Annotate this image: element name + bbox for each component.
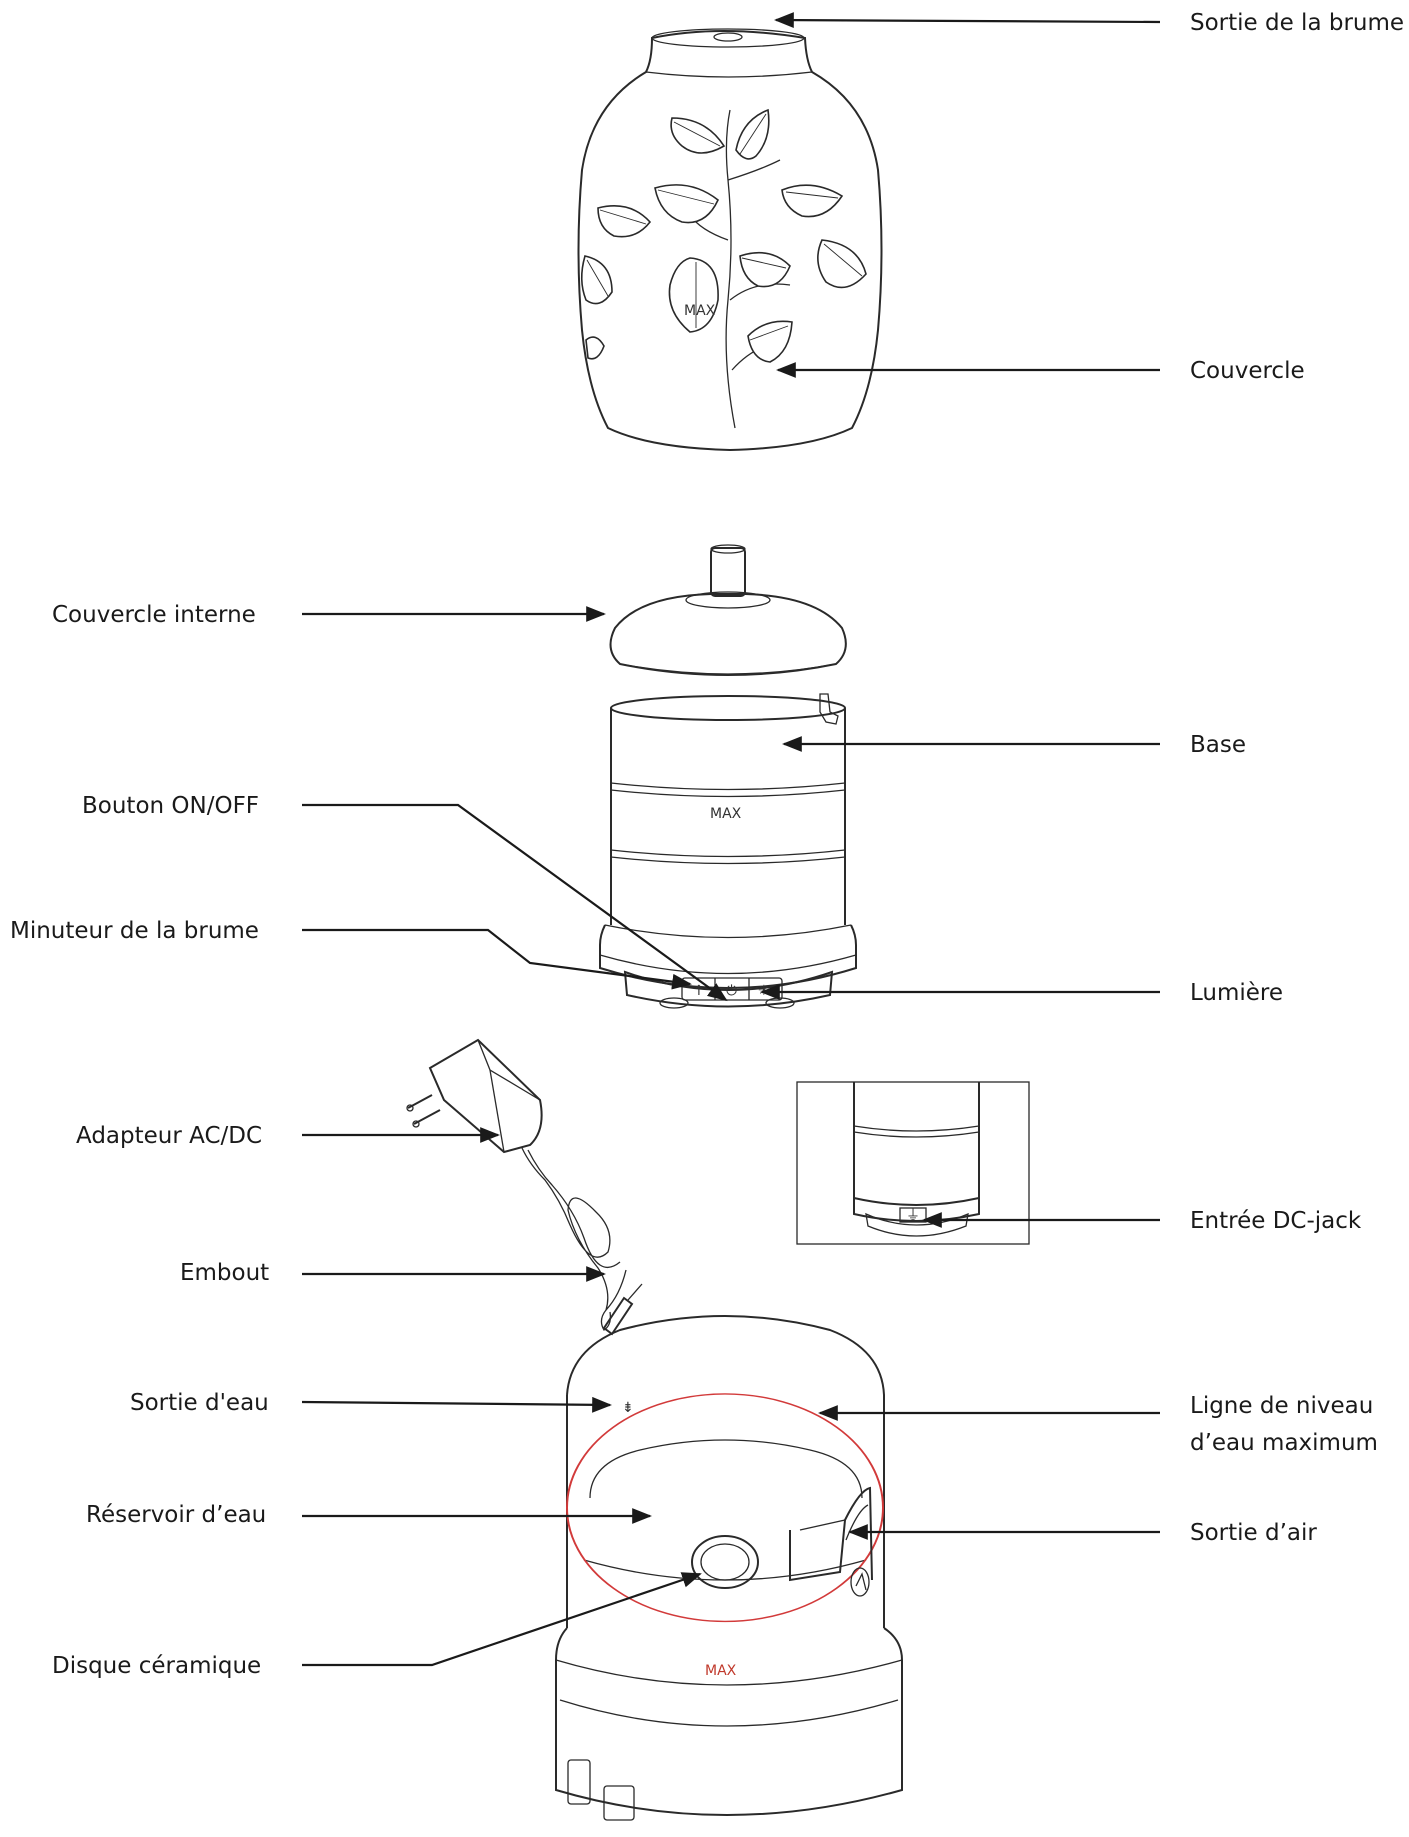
svg-text:⏚: ⏚	[906, 1208, 920, 1224]
label-water-tank: Réservoir d’eau	[86, 1502, 266, 1528]
label-air-outlet: Sortie d’air	[1190, 1520, 1317, 1546]
svg-text:⇟: ⇟	[622, 1400, 634, 1416]
dc-jack-inset: ⏚	[796, 1081, 1030, 1245]
tank-max-mark: MAX	[705, 1663, 737, 1679]
leader-water-outlet	[301, 1396, 612, 1413]
base-illustration: MAX ↑ ⏻ ✳	[599, 693, 857, 1009]
label-light: Lumière	[1190, 980, 1283, 1006]
leader-mist-timer	[302, 928, 692, 990]
label-mist-timer: Minuteur de la brume	[10, 918, 259, 944]
label-on-off-button: Bouton ON/OFF	[82, 793, 259, 819]
leaf-pattern: MAX	[580, 108, 867, 363]
leader-lines	[301, 12, 1161, 1667]
tank-illustration: MAX ⇟	[555, 1315, 903, 1821]
leader-mist-outlet	[774, 12, 1161, 29]
leader-ceramic-disc	[302, 1572, 702, 1667]
svg-text:↑: ↑	[693, 983, 705, 999]
label-base: Base	[1190, 732, 1246, 758]
label-max-line-2: d’eau maximum	[1190, 1430, 1378, 1456]
svg-text:⏻: ⏻	[726, 983, 737, 999]
label-cover: Couvercle	[1190, 358, 1305, 384]
label-dc-jack: Entrée DC-jack	[1190, 1208, 1362, 1234]
label-adapter: Adapteur AC/DC	[76, 1123, 262, 1149]
label-tip: Embout	[180, 1260, 269, 1286]
adapter-illustration	[406, 1038, 643, 1336]
label-mist-outlet: Sortie de la brume	[1190, 10, 1404, 36]
leader-on-off	[302, 803, 728, 1002]
svg-text:MAX: MAX	[684, 303, 716, 319]
label-ceramic-disc: Disque céramique	[52, 1653, 261, 1679]
cover-illustration: MAX	[577, 28, 883, 452]
label-water-outlet: Sortie d'eau	[130, 1390, 269, 1416]
label-inner-cover: Couvercle interne	[52, 602, 256, 628]
base-max-mark: MAX	[710, 806, 742, 822]
label-max-line-1: Ligne de niveau	[1190, 1393, 1373, 1419]
inner-cover-illustration	[609, 544, 847, 676]
